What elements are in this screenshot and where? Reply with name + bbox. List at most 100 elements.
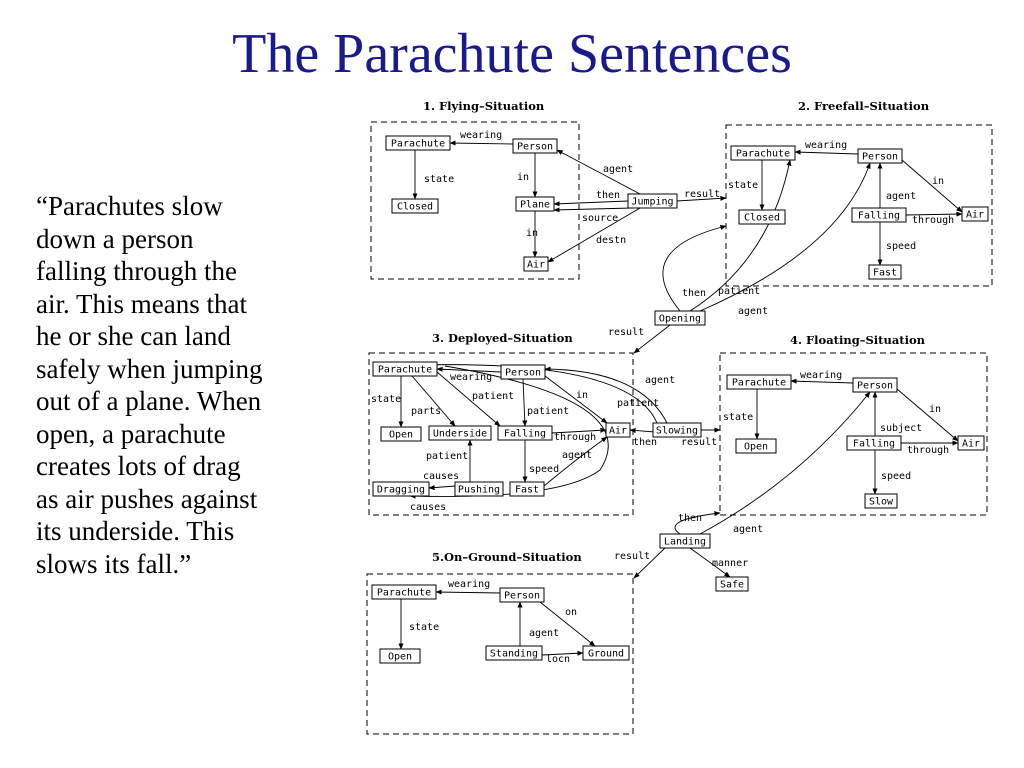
node-box	[857, 148, 903, 164]
edge-label-e29: patient	[426, 451, 468, 462]
node-s1-plane: Plane	[515, 196, 555, 212]
edge-e50	[541, 650, 584, 656]
node-label: Open	[389, 430, 413, 441]
edge-label-e16: then	[682, 288, 706, 299]
node-label: Plane	[520, 200, 550, 211]
edge-label-e9: result	[684, 189, 720, 200]
node-s3-dragging: Dragging	[372, 481, 430, 497]
situation-title-s3: 3. Deployed–Situation	[432, 331, 573, 345]
node-label: Falling	[858, 211, 900, 222]
node-box	[372, 361, 438, 377]
edge-e42	[674, 511, 721, 535]
edge-e43	[699, 391, 871, 535]
node-label: Falling	[504, 429, 546, 440]
edge-label-e4: in	[526, 228, 538, 239]
node-box	[864, 493, 898, 509]
node-box	[738, 209, 786, 225]
edge-label-e3: in	[517, 172, 529, 183]
node-box	[454, 481, 504, 497]
node-box	[726, 374, 792, 390]
situation-panel-s1	[370, 121, 580, 280]
node-box	[509, 481, 545, 497]
edge-e46	[435, 589, 501, 595]
node-label: Ground	[588, 649, 624, 660]
node-label: Fast	[873, 268, 897, 279]
edge-e45	[689, 547, 731, 578]
node-box	[485, 645, 543, 661]
edge-e1	[449, 140, 514, 146]
quote-line: as air pushes against	[36, 483, 258, 514]
edge-e14	[905, 211, 963, 217]
edge-label-e11: state	[728, 180, 758, 191]
node-s3-parachute: Parachute	[372, 361, 438, 377]
node-label: Open	[744, 442, 768, 453]
node-landing: Landing	[659, 533, 711, 549]
node-s2-closed: Closed	[738, 209, 786, 225]
node-s4-slow: Slow	[864, 493, 898, 509]
edge-label-e47: state	[409, 622, 439, 633]
node-box	[428, 425, 492, 441]
node-box	[512, 138, 558, 154]
node-s2-fast: Fast	[868, 264, 902, 280]
edge-label-e1: wearing	[460, 130, 502, 141]
node-label: Opening	[659, 314, 701, 325]
situation-panel-s5	[366, 573, 634, 735]
node-box	[654, 310, 706, 326]
quote-line: open, a parachute	[36, 418, 226, 449]
node-box	[627, 193, 678, 209]
node-opening: Opening	[654, 310, 706, 326]
node-s5-standing: Standing	[485, 645, 543, 661]
node-label: Parachute	[391, 139, 445, 150]
node-s1-air: Air	[523, 256, 549, 272]
node-s3-air: Air	[605, 422, 631, 438]
edge-label-e13: in	[932, 176, 944, 187]
edge-label-e8: destn	[596, 235, 626, 246]
edge-e9	[676, 195, 727, 202]
edge-label-e34: then	[633, 437, 657, 448]
node-label: Slowing	[656, 426, 698, 437]
edge-label-e23: patient	[472, 391, 514, 402]
node-label: Parachute	[377, 588, 431, 599]
edge-e44	[633, 547, 666, 579]
edge-e6	[553, 200, 629, 207]
node-label: Air	[527, 260, 545, 271]
node-label: Closed	[744, 213, 780, 224]
quote-line: its underside. This	[36, 516, 235, 546]
node-label: Dragging	[377, 485, 425, 496]
edge-label-e26: through	[554, 432, 596, 443]
node-box	[385, 135, 451, 151]
quote-line: he or she can land	[36, 321, 231, 351]
edge-label-e5: agent	[603, 164, 633, 175]
edge-label-e48: agent	[529, 628, 559, 639]
edge-label-e41: speed	[881, 471, 911, 482]
edge-label-e21: state	[371, 394, 401, 405]
edge-label-e39: in	[929, 404, 941, 415]
node-s3-open: Open	[380, 426, 422, 442]
node-label: Underside	[433, 429, 487, 440]
edge-label-e33: patient	[617, 398, 659, 409]
edge-e5	[556, 149, 641, 195]
edge-e7	[553, 207, 633, 213]
node-label: Parachute	[732, 378, 786, 389]
node-label: Jumping	[631, 197, 673, 208]
edge-e49	[539, 601, 596, 647]
node-label: Standing	[490, 649, 538, 660]
edge-label-e32: agent	[645, 375, 675, 386]
edge-e36	[790, 378, 854, 384]
edge-label-e27: speed	[529, 464, 559, 475]
node-box	[851, 207, 907, 223]
edge-e19	[633, 324, 671, 354]
edge-e16	[662, 224, 727, 312]
quote-line: creates lots of drag	[36, 451, 241, 481]
edge-e30	[428, 485, 456, 491]
node-box	[961, 206, 989, 222]
node-s2-parachute: Parachute	[730, 145, 796, 161]
node-box	[391, 198, 439, 214]
node-box	[852, 377, 898, 393]
node-s2-person: Person	[857, 148, 903, 164]
edge-label-e2: state	[424, 174, 454, 185]
edge-e34	[629, 427, 656, 433]
edge-label-e6: then	[596, 190, 620, 201]
node-s2-falling: Falling	[851, 207, 907, 223]
node-s5-parachute: Parachute	[371, 584, 437, 600]
